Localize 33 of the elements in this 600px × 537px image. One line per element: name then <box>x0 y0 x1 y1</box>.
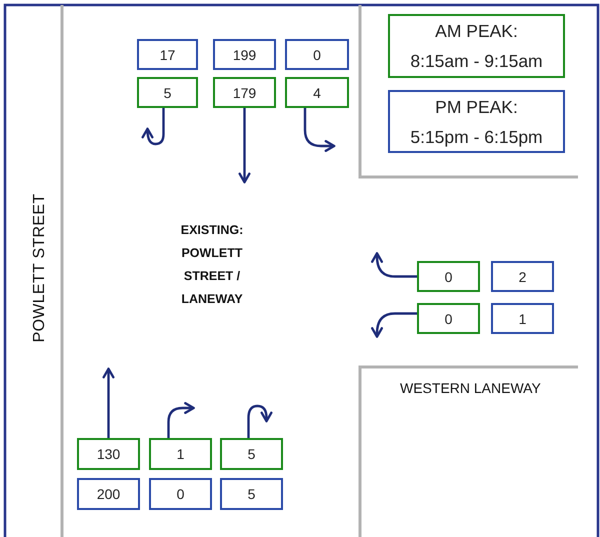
peak-text: PM PEAK: <box>435 96 518 118</box>
turn-arrow <box>304 106 336 152</box>
peak-period-box <box>388 14 565 78</box>
turn-arrow <box>167 402 195 440</box>
traffic-count-box: 4 <box>285 77 349 108</box>
traffic-count-box: 17 <box>137 39 198 70</box>
traffic-count-box: 1 <box>149 438 212 470</box>
turn-arrow <box>371 252 418 278</box>
street-name: POWLETT STREET <box>31 194 49 342</box>
traffic-count-box: 0 <box>285 39 349 70</box>
intersection-title: EXISTING: POWLETT STREET / LANEWAY <box>180 222 244 308</box>
traffic-count-box: 130 <box>77 438 140 470</box>
turn-arrow <box>102 368 114 440</box>
peak-text: 8:15am - 9:15am <box>410 50 543 73</box>
traffic-count-box: 5 <box>220 438 283 470</box>
turn-arrow <box>371 312 418 338</box>
traffic-count-box: 200 <box>77 478 140 510</box>
turn-arrow <box>142 106 165 146</box>
traffic-count-box: 1 <box>491 303 554 334</box>
traffic-count-box: 0 <box>417 261 480 292</box>
traffic-count-box: 179 <box>213 77 276 108</box>
street-name: WESTERN LANEWAY <box>400 380 542 396</box>
traffic-count-box: 5 <box>220 478 283 510</box>
turn-arrow <box>247 404 272 440</box>
peak-text: 5:15pm - 6:15pm <box>410 126 543 149</box>
traffic-count-box: 199 <box>213 39 276 70</box>
traffic-count-box: 2 <box>491 261 554 292</box>
peak-period-box <box>388 90 565 153</box>
traffic-count-box: 5 <box>137 77 198 108</box>
traffic-count-box: 0 <box>149 478 212 510</box>
traffic-count-box: 0 <box>417 303 480 334</box>
peak-text: AM PEAK: <box>435 20 518 43</box>
turn-arrow <box>238 106 250 184</box>
